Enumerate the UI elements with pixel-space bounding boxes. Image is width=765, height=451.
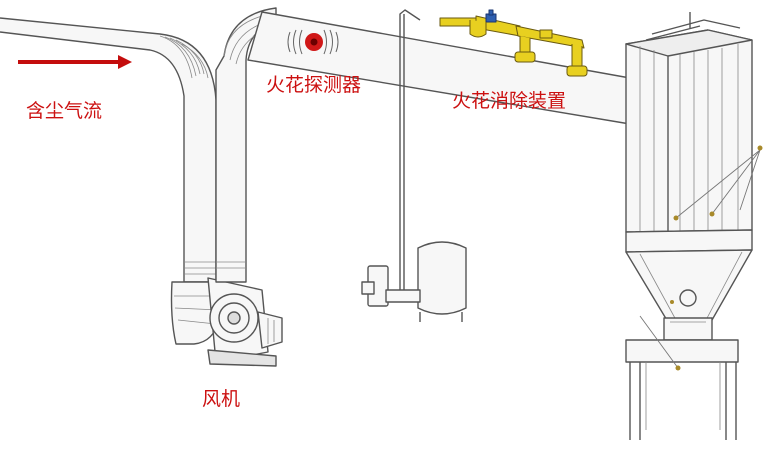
fan-label: 风机	[202, 388, 241, 410]
spark-extinguisher-label: 火花消除装置	[452, 90, 567, 112]
inlet-duct	[0, 17, 217, 283]
pointer-dots	[670, 145, 763, 371]
dust-collector	[625, 12, 753, 440]
fan-unit	[207, 277, 283, 367]
spark-detector	[287, 29, 339, 55]
water-tank	[414, 241, 467, 322]
airflow-arrow	[18, 55, 132, 69]
pump	[361, 265, 421, 307]
spark-detector-label: 火花探测器	[266, 74, 362, 96]
dust-airflow-label: 含尘气流	[26, 100, 103, 122]
spark-extinguisher	[439, 9, 588, 77]
collector-pointers	[639, 149, 761, 369]
